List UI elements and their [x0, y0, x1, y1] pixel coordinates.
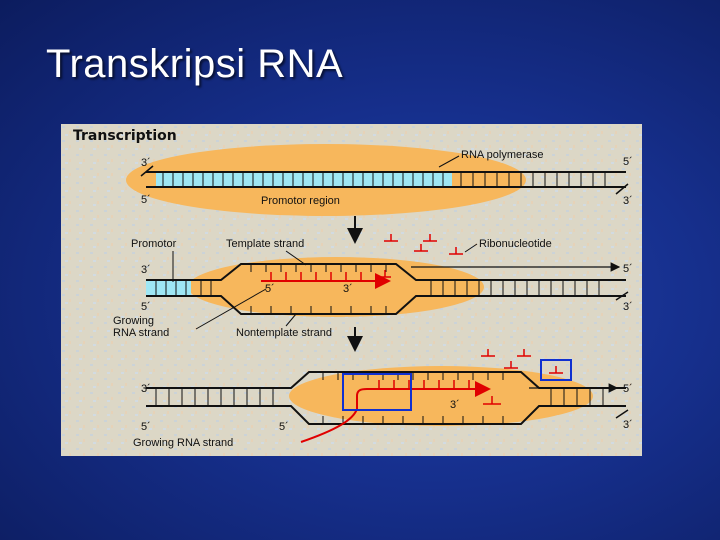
end-label-3prime: 3´ — [623, 301, 633, 313]
end-label-5prime: 5´ — [141, 421, 151, 433]
stage-2-elongation: 5´ 3´ 3´ 5´ 5´ 3´ Promotor Template stra… — [113, 234, 633, 339]
stage-1-initiation: 3´ 5´ 5´ 3´ RNA polymerase Promotor regi… — [126, 144, 633, 216]
nontemplate-strand — [146, 405, 626, 425]
end-label-5prime: 5´ — [623, 156, 633, 168]
nontemplate-strand — [146, 295, 626, 315]
highlight-box — [342, 373, 412, 411]
end-label-3prime: 3´ — [141, 383, 151, 395]
end-label-3prime: 3´ — [141, 264, 151, 276]
free-ribonucleotides — [481, 349, 563, 374]
label-nontemplate-strand: Nontemplate strand — [236, 327, 332, 339]
label-growing: Growing — [113, 315, 154, 327]
label-rna-strand: RNA strand — [113, 327, 169, 339]
rna-bases — [378, 380, 470, 389]
template-strand — [146, 263, 626, 281]
strand-end-marker — [140, 165, 154, 177]
rna-5prime-label: 5´ — [279, 421, 289, 433]
transcription-diagram: Transcription — [61, 124, 642, 456]
figure-title: Transcription — [73, 128, 177, 144]
rna-3prime-label: 3´ — [343, 283, 353, 295]
base-pairs — [162, 172, 606, 187]
incoming-nucleotide — [483, 396, 501, 405]
base-pairs — [155, 264, 600, 314]
strand-end-marker — [615, 291, 629, 301]
leader-line — [195, 288, 267, 330]
label-template-strand: Template strand — [226, 238, 304, 250]
label-promotor-region: Promotor region — [261, 195, 340, 207]
template-strand-region — [156, 172, 452, 187]
end-label-5prime: 5´ — [141, 194, 151, 206]
rna-5prime-label: 5´ — [265, 283, 275, 295]
stage-3-termination: 3´ 3´ 5´ 5´ 3´ 5´ Growing RNA strand — [133, 349, 633, 449]
leader-line — [285, 313, 297, 327]
strand-end-marker — [615, 183, 629, 195]
leader-line — [438, 155, 460, 168]
label-rna-polymerase: RNA polymerase — [461, 149, 544, 161]
promotor-region-box — [146, 280, 191, 296]
strand-end-marker — [615, 409, 629, 419]
slide-title: Transkripsi RNA — [46, 42, 344, 86]
end-label-5prime: 5´ — [141, 301, 151, 313]
end-label-3prime: 3´ — [623, 419, 633, 431]
end-label-5prime: 5´ — [623, 263, 633, 275]
label-ribonucleotide: Ribonucleotide — [479, 238, 552, 250]
end-label-3prime: 3´ — [623, 195, 633, 207]
incoming-nucleotide — [379, 270, 391, 278]
end-label-5prime: 5´ — [623, 383, 633, 395]
transcription-figure: Transcription — [61, 124, 642, 456]
free-ribonucleotides — [384, 234, 463, 255]
rna-polymerase-ellipse — [289, 366, 593, 426]
rna-bases — [270, 272, 362, 281]
end-label-3prime: 3´ — [141, 157, 151, 169]
rna-3prime-label: 3´ — [450, 399, 460, 411]
rna-strand — [300, 381, 491, 443]
leader-line — [285, 250, 307, 266]
label-promotor: Promotor — [131, 238, 177, 250]
leader-line — [464, 243, 478, 253]
label-growing-rna-strand: Growing RNA strand — [133, 437, 233, 449]
highlight-box — [540, 359, 572, 381]
